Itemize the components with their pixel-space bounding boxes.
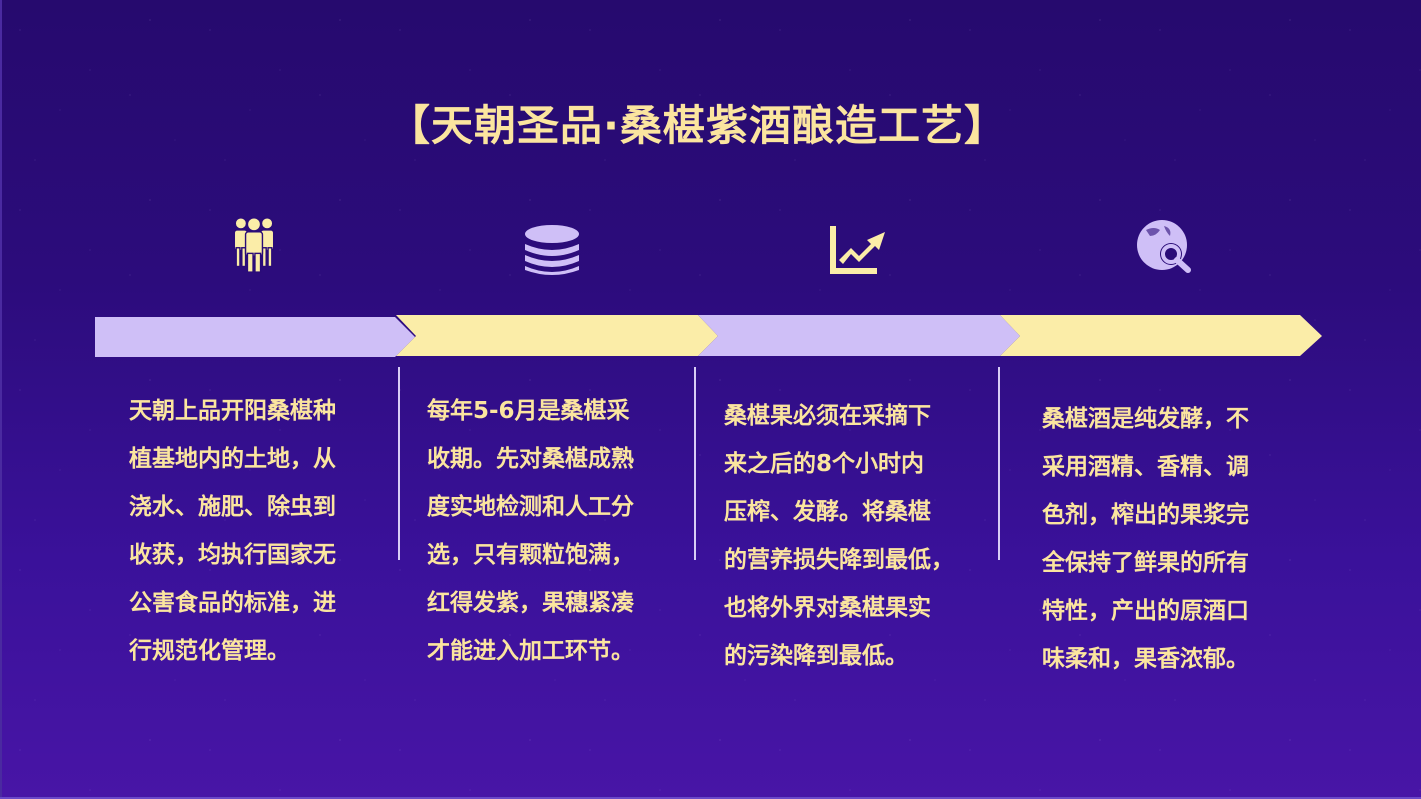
text-line: 采用酒精、香精、调 [1042,454,1249,480]
text-line: 行规范化管理。 [129,638,290,664]
text-line: 度实地检测和人工分 [427,494,634,520]
step-4-description: 桑椹酒是纯发酵，不 采用酒精、香精、调 色剂，榨出的果浆完 全保持了鲜果的所有 … [1042,395,1292,683]
text-line: 公害食品的标准，进 [129,590,336,616]
text-line: 桑椹果必须在采摘下 [724,403,931,429]
slide-left-edge [0,0,2,799]
text-line: 收获，均执行国家无 [129,542,336,568]
text-line: 的营养损失降到最低， [724,547,954,573]
text-line: 天朝上品开阳桑椹种 [129,398,336,424]
text-line: 桑椹酒是纯发酵，不 [1042,406,1249,432]
text-line: 选，只有颗粒饱满， [427,542,634,568]
database-stack-icon [522,224,582,278]
text-line: 才能进入加工环节。 [427,638,634,664]
text-line: 植基地内的土地，从 [129,446,336,472]
text-line: 每年5-6月是桑椹采 [427,398,630,424]
globe-search-icon [1136,218,1194,274]
text-line: 浇水、施肥、除虫到 [129,494,336,520]
step-3-description: 桑椹果必须在采摘下 来之后的8个小时内 压榨、发酵。将桑椹 的营养损失降到最低，… [724,392,994,680]
process-arrow-step-2 [396,315,720,358]
people-group-icon [224,214,284,274]
text-line: 全保持了鲜果的所有 [1042,550,1249,576]
column-divider [998,367,1000,560]
text-line: 特性，产出的原酒口 [1042,598,1249,624]
process-arrow-step-3 [698,315,1022,358]
page-title: 【天朝圣品·桑椹紫酒酿造工艺】 [388,101,1007,150]
process-arrow-step-4 [1000,315,1324,358]
text-line: 压榨、发酵。将桑椹 [724,499,931,525]
text-line: 来之后的8个小时内 [724,451,925,477]
column-divider [398,367,400,560]
text-line: 味柔和，果香浓郁。 [1042,646,1249,672]
text-line: 色剂，榨出的果浆完 [1042,502,1249,528]
process-arrow-step-1 [95,315,417,358]
step-1-description: 天朝上品开阳桑椹种 植基地内的土地，从 浇水、施肥、除虫到 收获，均执行国家无 … [129,387,379,675]
text-line: 收期。先对桑椹成熟 [427,446,634,472]
slide-bottom-edge [0,797,1421,799]
step-2-description: 每年5-6月是桑椹采 收期。先对桑椹成熟 度实地检测和人工分 选，只有颗粒饱满，… [427,387,677,675]
text-line: 的污染降到最低。 [724,643,908,669]
column-divider [694,367,696,560]
text-line: 也将外界对桑椹果实 [724,595,931,621]
text-line: 红得发紫，果穗紧凑 [427,590,634,616]
line-chart-up-icon [829,226,887,276]
